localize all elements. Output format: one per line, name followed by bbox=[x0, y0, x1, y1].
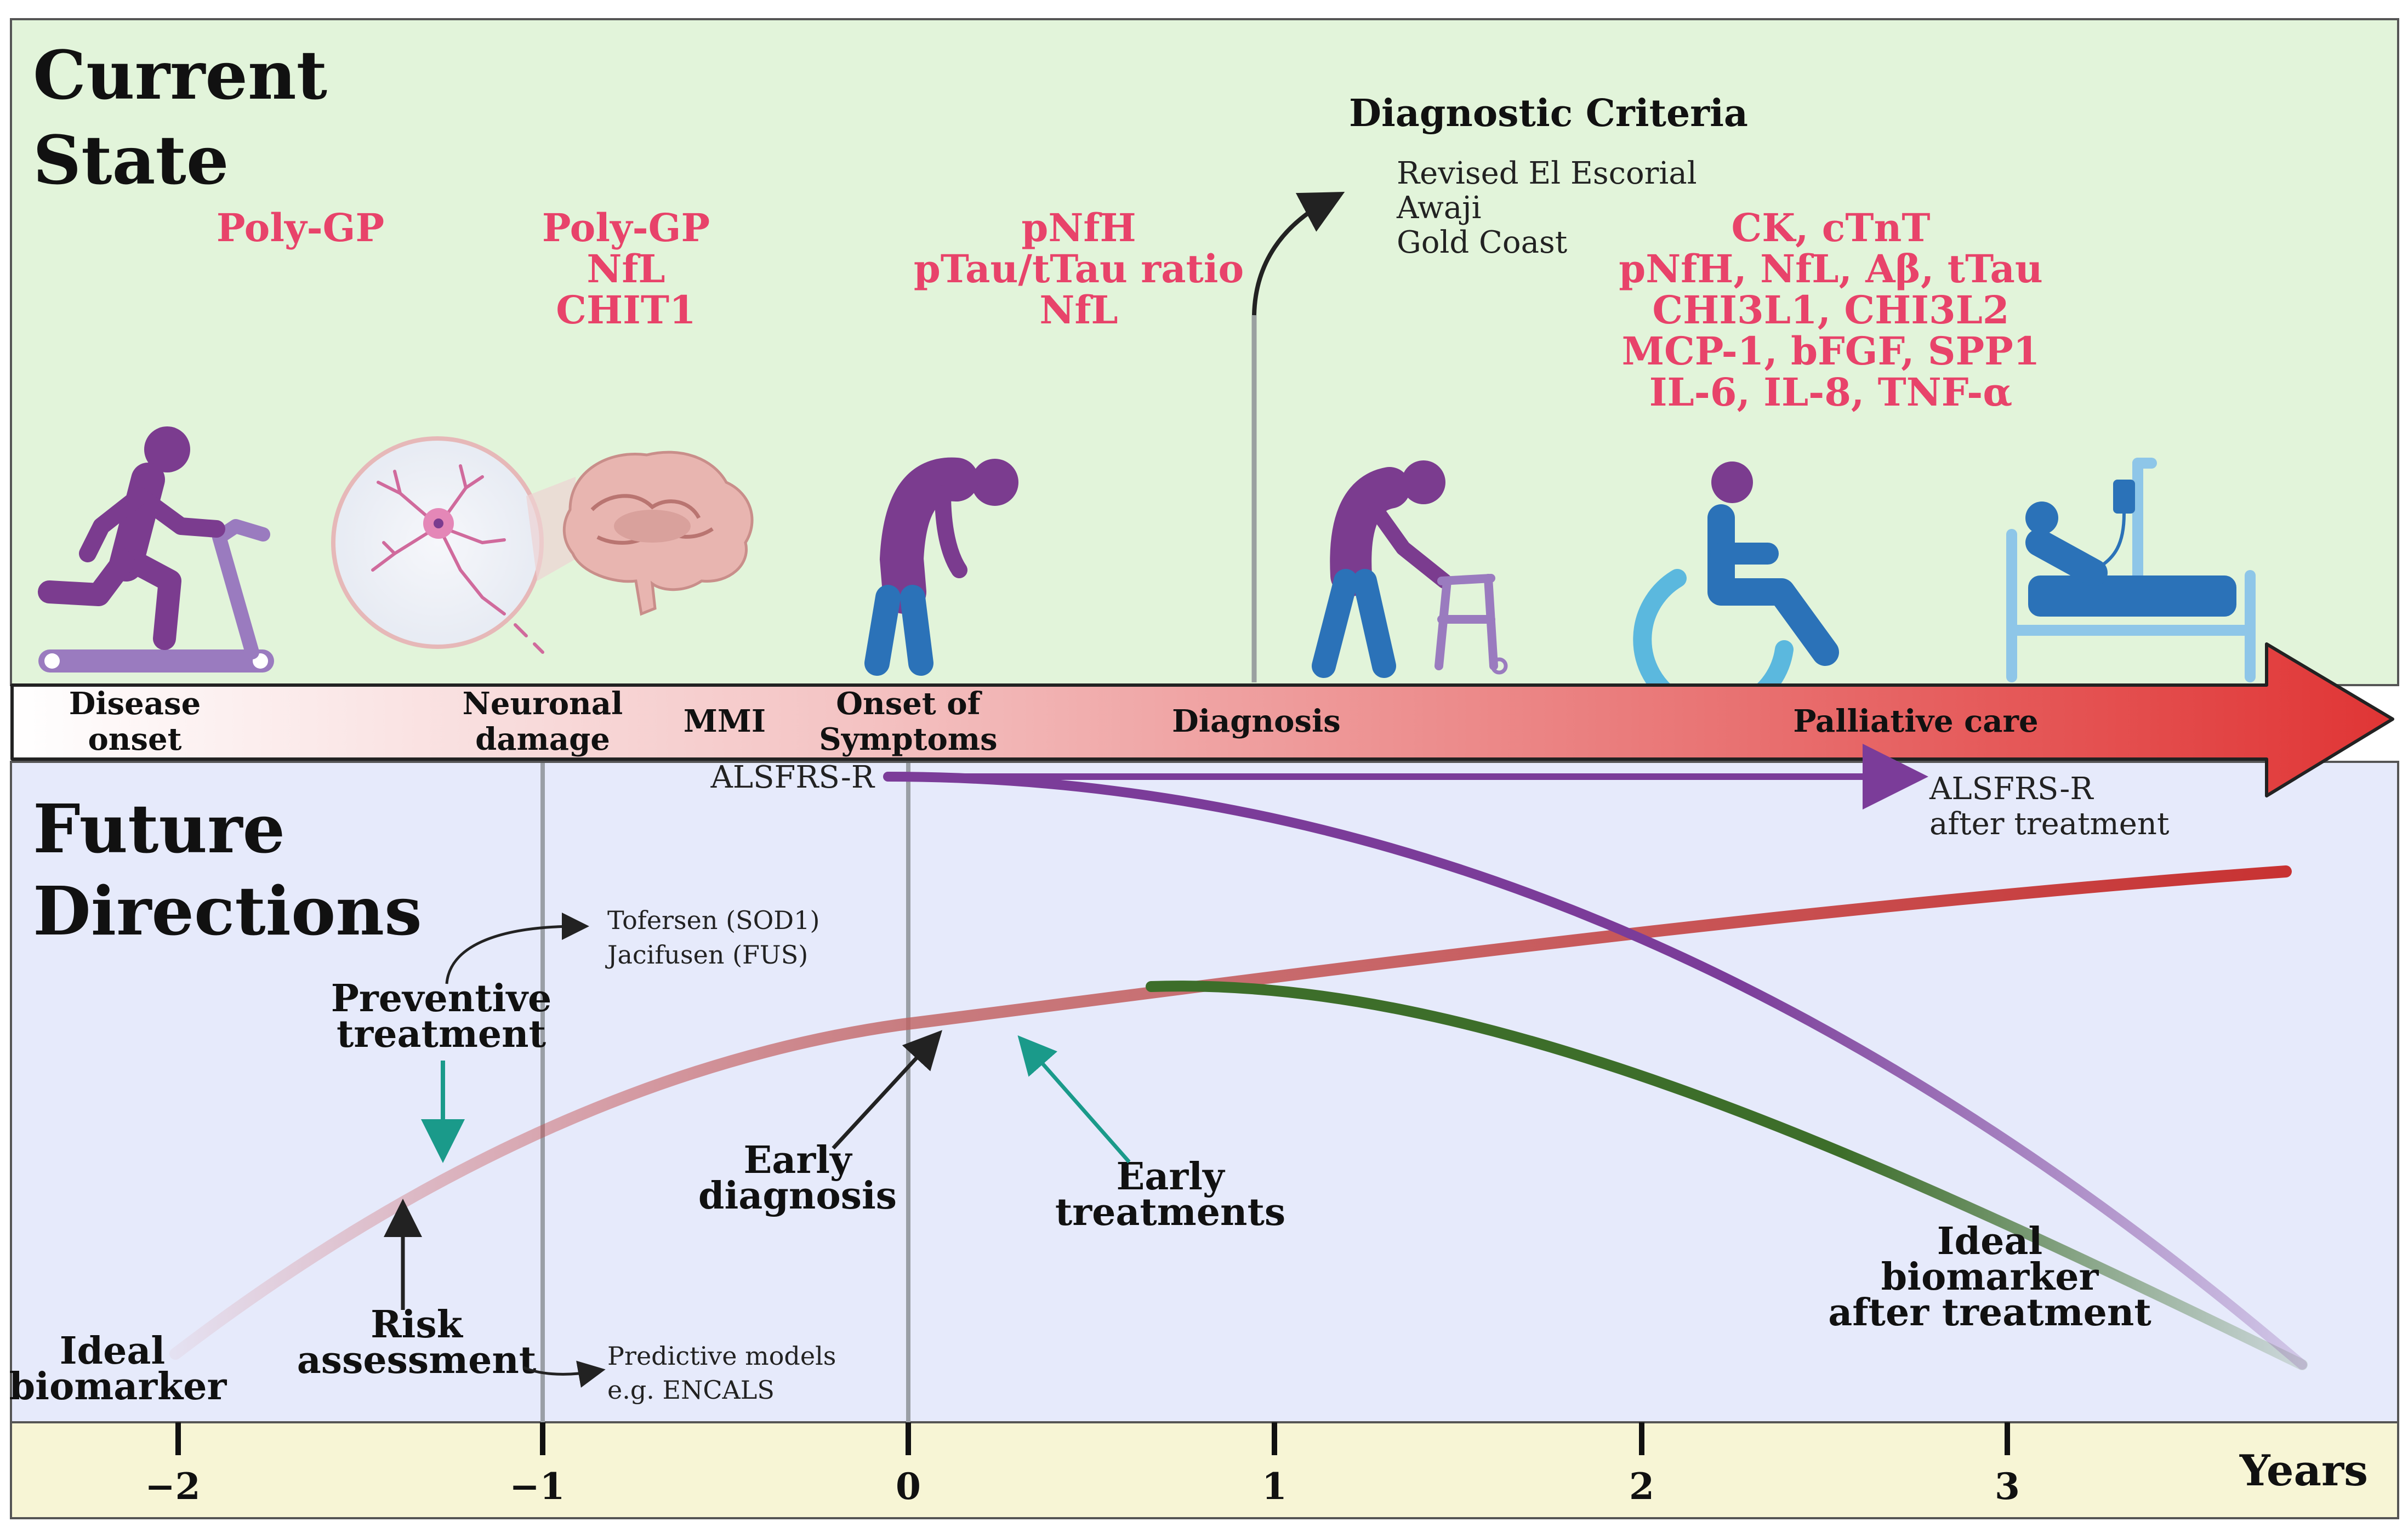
years-axis-panel bbox=[10, 1421, 2399, 1519]
treatment-tofersen: Tofersen (SOD1) bbox=[607, 905, 819, 935]
treadmill-runner-icon bbox=[38, 426, 274, 673]
diagnosis-criteria-arrow bbox=[1252, 192, 1345, 316]
criteria-item-1: Revised El Escorial bbox=[1397, 156, 1697, 191]
preventive-treatment-label-1: Preventive bbox=[331, 977, 551, 1021]
stage-neuronal-1: Neuronal bbox=[463, 686, 623, 722]
axis-tick-label-minus2: −2 bbox=[145, 1465, 200, 1508]
risk-assessment-label-1: Risk bbox=[371, 1303, 464, 1347]
ideal-biomarker-curve bbox=[169, 865, 2292, 1360]
stooped-person-icon bbox=[864, 457, 1018, 676]
stage-diagnosis: Diagnosis bbox=[1172, 703, 1341, 739]
ideal-biomarker-label-2: biomarker bbox=[9, 1365, 227, 1409]
axis-tick-label-2: 2 bbox=[1629, 1465, 1654, 1508]
stage-disease-onset-2: onset bbox=[88, 721, 181, 757]
axis-tick-marks bbox=[175, 1422, 2010, 1455]
ideal-biomarker-after-treatment-curve bbox=[1146, 981, 2308, 1370]
alsfrs-r-decline-curve bbox=[883, 772, 2307, 1370]
biomarker-neuronal-3: CHIT1 bbox=[556, 287, 696, 333]
hospital-bed-icon bbox=[2006, 458, 2256, 682]
stage-palliative: Palliative care bbox=[1793, 703, 2038, 739]
biomarker-late-2: pNfH, NfL, Aβ, tTau bbox=[1619, 246, 2043, 292]
neuron-icon bbox=[331, 436, 544, 654]
ideal-biomarker-after-label-3: after treatment bbox=[1828, 1291, 2151, 1335]
criteria-item-3: Gold Coast bbox=[1397, 225, 1568, 260]
axis-tick-label-3: 3 bbox=[1995, 1465, 2020, 1508]
preventive-treatment-label-2: treatment bbox=[337, 1012, 547, 1056]
stage-symptom-onset-2: Symptoms bbox=[819, 721, 997, 757]
stage-disease-onset-1: Disease bbox=[69, 686, 201, 722]
criteria-item-2: Awaji bbox=[1396, 190, 1482, 226]
early-diagnosis-label-2: diagnosis bbox=[698, 1174, 897, 1218]
early-treatments-label-2: treatments bbox=[1055, 1190, 1285, 1234]
preventive-to-treatments-arrow bbox=[445, 913, 589, 984]
treatment-jacifusen: Jacifusen (FUS) bbox=[605, 940, 808, 970]
diagnostic-criteria-title: Diagnostic Criteria bbox=[1349, 92, 1748, 135]
stage-mmi: MMI bbox=[684, 703, 766, 739]
alsfrs-end-label-1: ALSFRS-R bbox=[1929, 771, 2094, 807]
predictive-models-label-1: Predictive models bbox=[607, 1341, 836, 1371]
ideal-biomarker-label-1: Ideal bbox=[60, 1329, 166, 1373]
biomarker-symptom-3: NfL bbox=[1039, 287, 1118, 333]
walker-person-icon bbox=[1312, 460, 1508, 678]
alsfrs-start-label: ALSFRS-R bbox=[710, 760, 875, 795]
early-treatments-arrow bbox=[1017, 1035, 1131, 1164]
stage-symptom-onset-1: Onset of bbox=[836, 686, 982, 722]
current-state-heading-line2: State bbox=[33, 121, 229, 200]
future-directions-heading-line1: Future bbox=[33, 789, 285, 868]
stage-neuronal-2: damage bbox=[475, 721, 610, 757]
axis-unit-label: Years bbox=[2239, 1446, 2368, 1496]
biomarker-symptom-1: pNfH bbox=[1021, 205, 1136, 250]
axis-tick-label-minus1: −1 bbox=[509, 1465, 565, 1508]
biomarker-late-3: CHI3L1, CHI3L2 bbox=[1652, 287, 2009, 333]
risk-assessment-label-2: assessment bbox=[297, 1338, 537, 1382]
ideal-biomarker-after-label-2: biomarker bbox=[1881, 1255, 2099, 1299]
alsfrs-end-label-2: after treatment bbox=[1929, 806, 2170, 842]
biomarker-neuronal-1: Poly-GP bbox=[542, 205, 710, 250]
early-diagnosis-arrow bbox=[832, 1030, 942, 1150]
biomarker-disease-onset: Poly-GP bbox=[217, 205, 384, 250]
biomarker-late-4: MCP-1, bFGF, SPP1 bbox=[1622, 328, 2040, 374]
current-state-heading-line1: Current bbox=[33, 36, 327, 115]
axis-tick-label-0: 0 bbox=[896, 1465, 921, 1508]
timeline-arrow bbox=[10, 642, 2394, 797]
biomarker-symptom-2: pTau/tTau ratio bbox=[914, 246, 1244, 292]
biomarker-late-1: CK, cTnT bbox=[1732, 205, 1931, 250]
risk-to-models-arrow bbox=[523, 1360, 606, 1388]
ideal-biomarker-after-label-1: Ideal bbox=[1937, 1219, 2043, 1263]
brain-icon bbox=[526, 451, 754, 616]
biomarker-neuronal-2: NfL bbox=[587, 246, 665, 292]
axis-tick-label-1: 1 bbox=[1262, 1465, 1287, 1508]
future-directions-heading-line2: Directions bbox=[33, 871, 422, 950]
early-treatments-label-1: Early bbox=[1116, 1155, 1226, 1199]
biomarker-late-5: IL-6, IL-8, TNF-α bbox=[1649, 369, 2012, 415]
predictive-models-label-2: e.g. ENCALS bbox=[607, 1375, 775, 1405]
future-directions-panel bbox=[10, 761, 2399, 1423]
